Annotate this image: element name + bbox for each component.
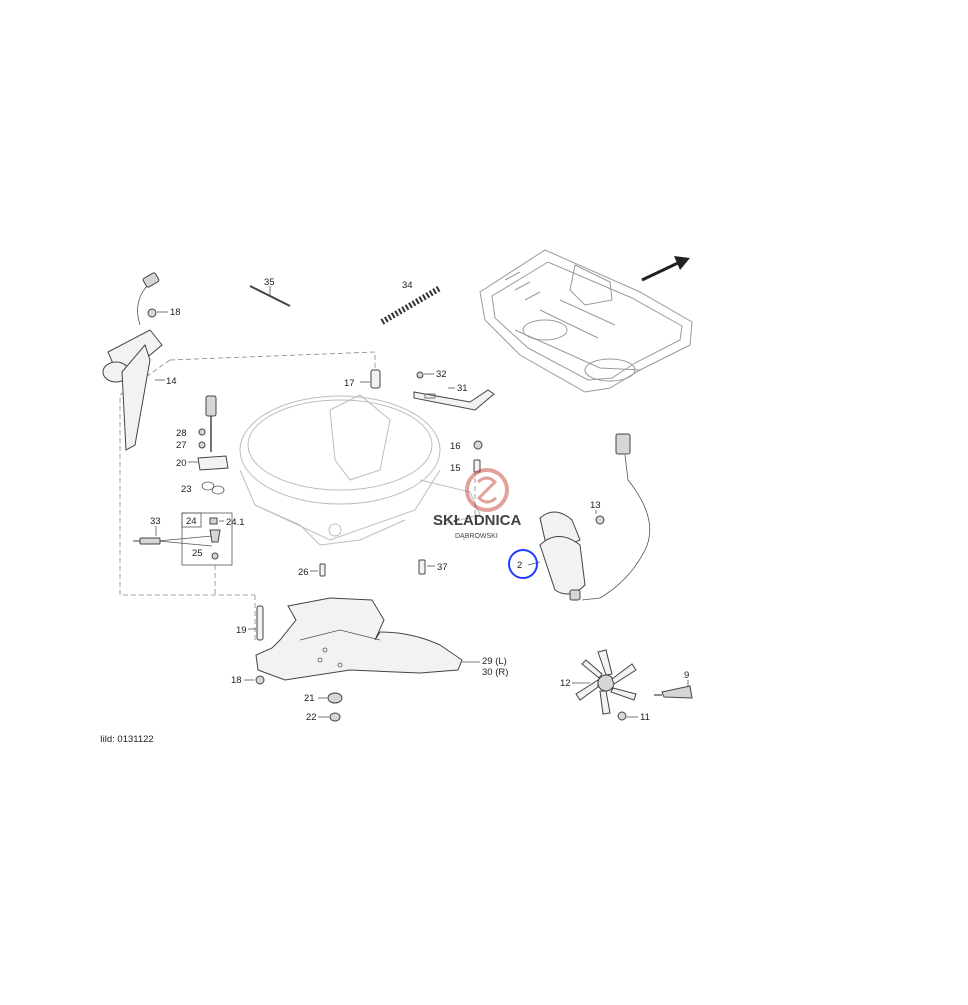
nut-part-22: 22 (306, 712, 341, 723)
callout-17: 17 (344, 378, 355, 389)
callout-29: 29 (L) (482, 656, 507, 667)
callout-15: 15 (450, 463, 461, 474)
callout-31: 31 (457, 383, 468, 394)
callout-12: 12 (560, 678, 571, 689)
screw-part-26: 26 (298, 563, 326, 578)
callout-30: 30 (R) (482, 667, 508, 678)
callout-2: 2 (517, 560, 522, 571)
callout-16: 16 (450, 441, 461, 452)
washer-part-28: 28 (176, 428, 206, 439)
callout-11: 11 (640, 712, 650, 723)
assembly-boundary-2 (214, 470, 476, 640)
callout-23: 23 (181, 484, 192, 495)
highlight-circle (508, 549, 538, 579)
watermark-logo: SKŁADNICA DĄBROWSKI (433, 468, 521, 540)
screw-part-37: 37 (418, 559, 448, 575)
watermark-brand: SKŁADNICA (433, 512, 521, 529)
callout-27: 27 (176, 440, 187, 451)
motor-part-2 (527, 433, 651, 601)
nut-part-18-top: 18 (147, 307, 181, 318)
cable-tie-part: 35 (249, 277, 291, 307)
image-id-label: Iild: 0131122 (100, 734, 154, 745)
callout-9: 9 (684, 670, 689, 681)
callout-14: 14 (166, 376, 177, 387)
screw-part-15: 15 (450, 459, 481, 474)
callout-18-bottom: 18 (231, 675, 242, 686)
probe-kit-box: 24 24.1 25 (157, 512, 245, 566)
callout-2-highlight: 2 (508, 549, 538, 579)
bracket-part-31: 31 (413, 383, 495, 411)
callout-13: 13 (590, 500, 601, 511)
callout-26: 26 (298, 567, 309, 578)
spiral-spring-part: 34 (380, 280, 442, 325)
linear-actuator-part: 14 (102, 272, 177, 451)
callout-32: 32 (436, 369, 447, 380)
screw-part-11: 11 (617, 711, 650, 723)
impeller-part-12: 12 (560, 649, 637, 715)
callout-20: 20 (176, 458, 187, 469)
nut-part-18-bottom: 18 (231, 675, 265, 686)
probe-pin-part-33: 33 (133, 516, 161, 545)
callout-24-1: 24.1 (226, 517, 245, 528)
screw-part-32: 32 (416, 369, 447, 380)
callout-21: 21 (304, 693, 315, 704)
arrow-icon (641, 256, 690, 282)
spreader-housing-ghost (239, 394, 481, 546)
callout-18-top: 18 (170, 307, 181, 318)
bolt-part-17: 17 (344, 369, 381, 389)
nipple-part-9: 9 (654, 670, 693, 699)
o-rings-part-23: 23 (181, 481, 225, 495)
nut-part-27: 27 (176, 440, 206, 451)
callout-19: 19 (236, 625, 247, 636)
machine-frame-inset (479, 249, 693, 393)
callout-28: 28 (176, 428, 187, 439)
washer-part-21: 21 (304, 692, 343, 704)
deflector-plate-part: 29 (L) 30 (R) (255, 597, 508, 681)
callout-37: 37 (437, 562, 448, 573)
callout-22: 22 (306, 712, 317, 723)
callout-24: 24 (186, 516, 197, 527)
nut-part-16: 16 (450, 440, 483, 452)
callout-25: 25 (192, 548, 203, 559)
pin-part-19: 19 (236, 605, 264, 641)
assembly-boundary (119, 351, 376, 596)
screw-part-13: 13 (590, 500, 605, 525)
sensor-part-20: 20 (176, 395, 229, 471)
callout-34: 34 (402, 280, 413, 291)
watermark-sub: DĄBROWSKI (455, 533, 498, 540)
callout-35: 35 (264, 277, 275, 288)
callout-33: 33 (150, 516, 161, 527)
